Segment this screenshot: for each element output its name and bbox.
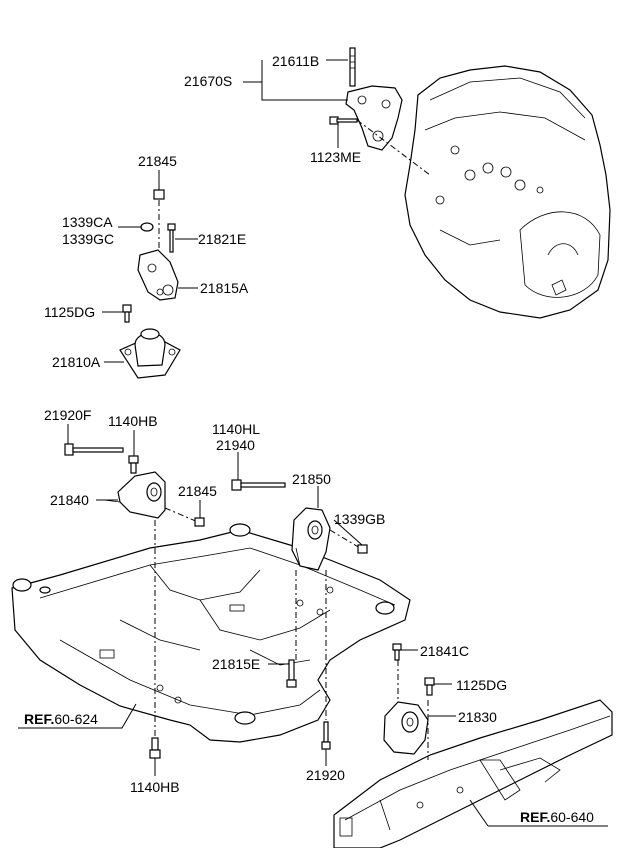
- mount-21840: [103, 471, 166, 519]
- label-21841C: 21841C: [420, 643, 469, 659]
- washer-1339GB: [357, 544, 368, 554]
- label-21670S: 21670S: [184, 73, 232, 89]
- label-1339GB: 1339GB: [334, 511, 385, 527]
- mount-21830: [383, 701, 429, 755]
- label-21810A: 21810A: [52, 354, 101, 370]
- mount-21850: [291, 507, 331, 571]
- label-1125DG-bot: 1125DG: [456, 677, 507, 693]
- label-21845-mid: 21845: [178, 483, 217, 499]
- label-21845-top: 21845: [138, 153, 177, 169]
- bolt-21841C: [392, 643, 402, 661]
- label-21830: 21830: [458, 709, 497, 725]
- label-21611B: 21611B: [272, 53, 319, 69]
- frame-rail: [333, 699, 613, 848]
- subframe-crossmember: [11, 523, 411, 743]
- label-1125DG-top: 1125DG: [44, 304, 95, 320]
- bolt-1125DG-top: [122, 304, 132, 323]
- label-21815A: 21815A: [200, 280, 249, 296]
- label-21821E: 21821E: [198, 231, 246, 247]
- leader-21670S: [261, 60, 348, 101]
- label-1339GC: 1339GC: [62, 231, 114, 247]
- bolt-21821E: [167, 223, 176, 253]
- label-21850: 21850: [292, 471, 331, 487]
- bolt-21815E: [286, 659, 297, 688]
- bolt-1140HB-bot: [149, 737, 161, 759]
- label-21920F: 21920F: [44, 407, 91, 423]
- bolt-1140HB-top: [128, 455, 139, 474]
- label-1140HB-top: 1140HB: [108, 413, 158, 429]
- label-21920: 21920: [306, 767, 345, 783]
- washer-1339CA: [140, 222, 154, 232]
- bolt-21920: [321, 721, 331, 750]
- ref-leader-60-624: [18, 703, 137, 729]
- leader-1123ME-engine: [356, 119, 431, 176]
- engine-block: [404, 65, 611, 319]
- label-21940: 21940: [216, 437, 255, 453]
- label-1140HB-bot: 1140HB: [130, 779, 180, 795]
- label-1339CA: 1339CA: [62, 214, 113, 230]
- bolt-1140HL: [231, 479, 286, 491]
- mount-21810A: [119, 328, 181, 379]
- label-1140HL: 1140HL: [212, 421, 260, 437]
- ref-60-624[interactable]: REF.60-624: [24, 711, 98, 727]
- nut-21845-mid: [194, 517, 205, 527]
- label-21840: 21840: [50, 492, 89, 508]
- nut-21845-top: [153, 189, 165, 200]
- ref-60-640[interactable]: REF.60-640: [520, 809, 594, 825]
- bracket-21815A: [137, 249, 179, 301]
- engine-bracket-21670S: [345, 47, 403, 151]
- label-21815E: 21815E: [212, 656, 260, 672]
- label-1123ME: 1123ME: [310, 149, 361, 165]
- bolt-21920F: [64, 443, 124, 456]
- bolt-1125DG-bot: [424, 677, 435, 696]
- bolt-1123ME: [329, 116, 358, 125]
